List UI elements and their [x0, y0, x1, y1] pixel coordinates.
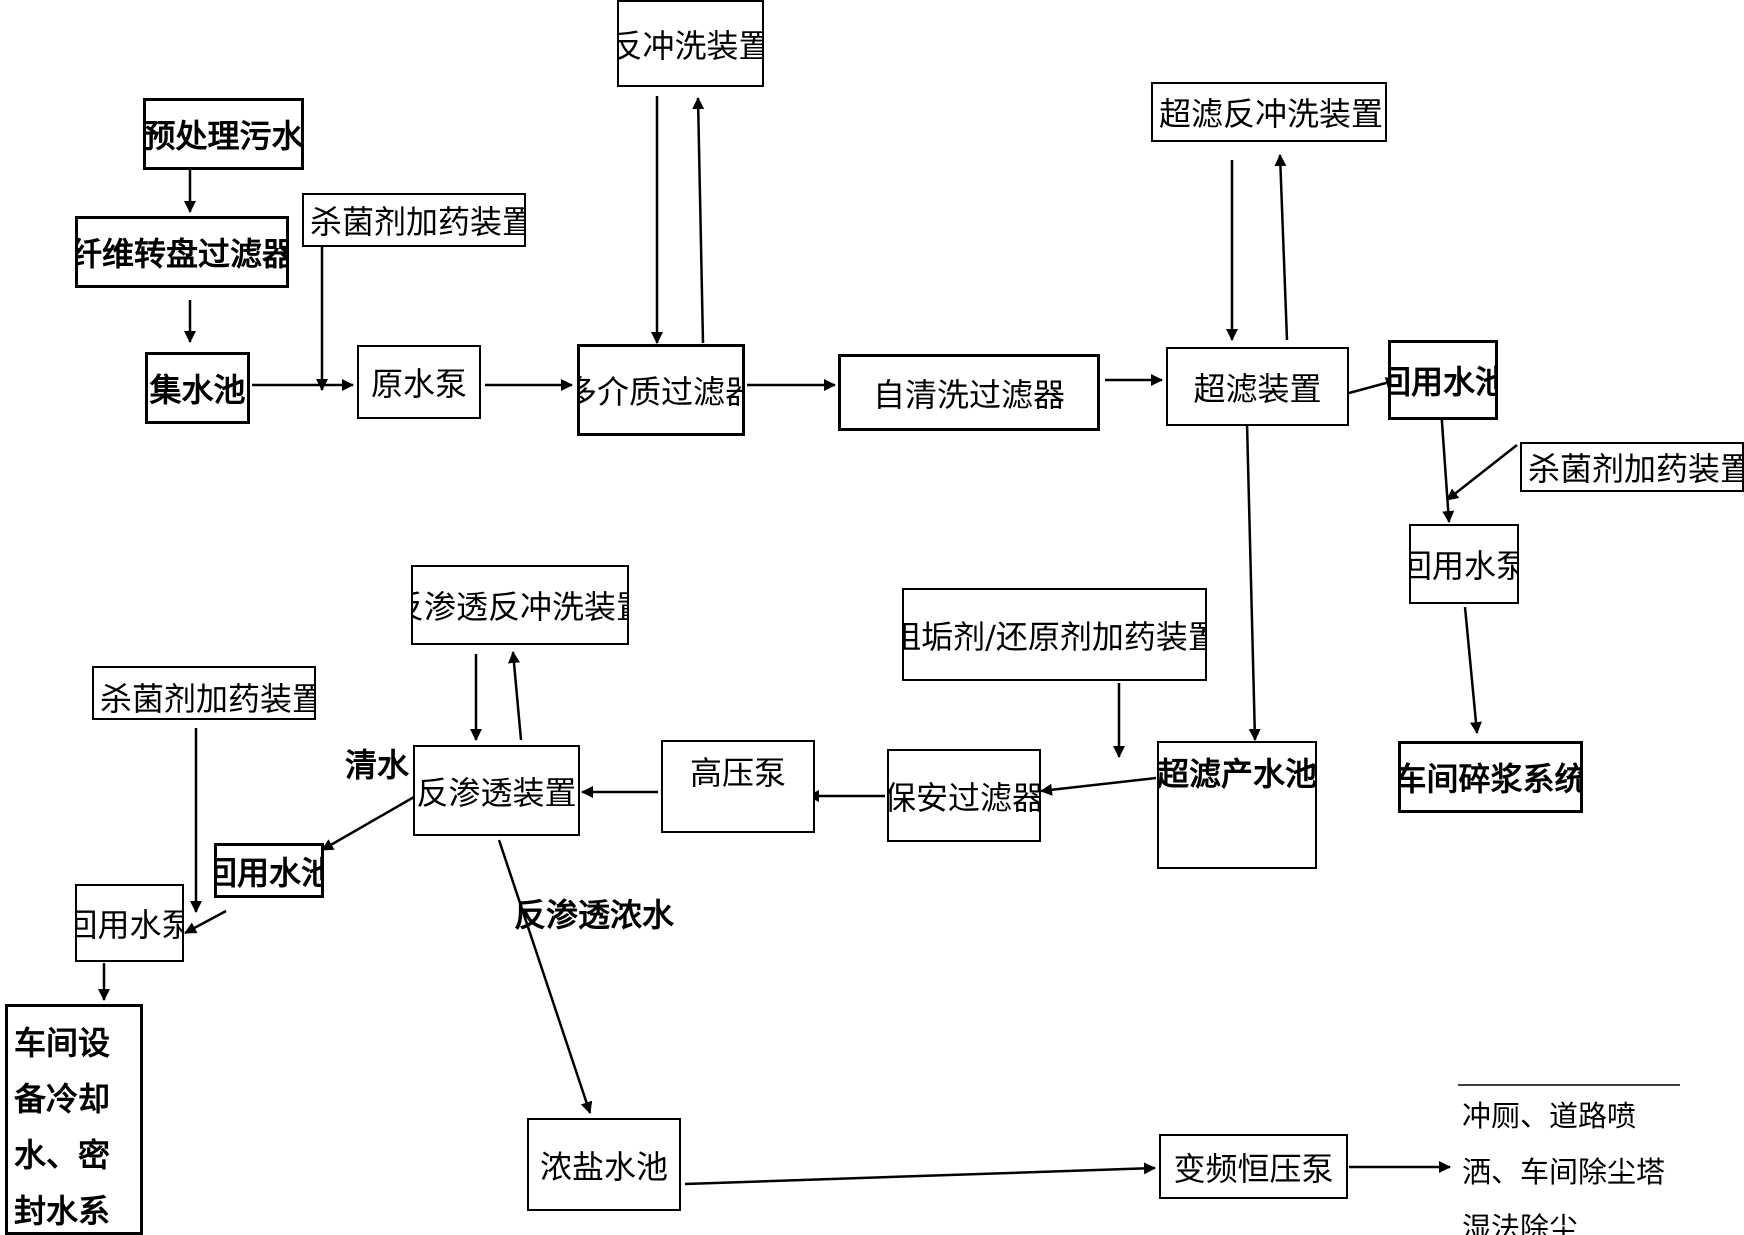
cooling-system-label: 车间设备冷却水、密封水系统: [14, 1024, 111, 1230]
arrow-reuse-pool-to-pump: [1439, 407, 1455, 523]
ro-backwash-box: 反渗透反冲洗装置: [411, 565, 629, 645]
arrow-brine-to-vfpump: [684, 1162, 1156, 1186]
arrow-multimedia-to-backwash: [692, 97, 705, 344]
uf-device-label: 超滤装置: [1193, 369, 1322, 408]
multimedia-filter-box: 多介质过滤器: [577, 344, 745, 436]
pulping-system-box: 车间碎浆系统: [1398, 741, 1583, 813]
reuse-pool-box-2: 回用水池: [214, 843, 324, 898]
ro-device-box: 反渗透装置: [413, 745, 580, 836]
dosing-box-1: 杀菌剂加药装置: [302, 193, 526, 247]
antiscalant-box: 阻垢剂/还原剂加药装置: [902, 588, 1207, 681]
pretreat-label: 预处理污水: [143, 117, 304, 155]
arrow-reuse-pool2-to-pump2: [184, 909, 227, 935]
dosing-label-3: 杀菌剂加药装置: [100, 680, 316, 718]
vf-pump-box: 变频恒压泵: [1159, 1134, 1348, 1199]
dosing-label-2: 杀菌剂加药装置: [1528, 450, 1744, 488]
collect-pool-box: 集水池: [145, 352, 250, 424]
selfclean-filter-box: 自清洗过滤器: [838, 354, 1100, 431]
hp-pump-label: 高压泵: [689, 754, 786, 792]
multimedia-filter-label: 多介质过滤器: [580, 373, 742, 411]
reuse-pool-box-1: 回用水池: [1388, 340, 1498, 420]
vf-pump-label: 变频恒压泵: [1173, 1149, 1334, 1188]
uf-product-pool-label: 超滤产水池: [1157, 755, 1317, 793]
reuse-pump-label-2: 回用水泵: [77, 906, 182, 944]
arrow-reuse-pump-to-pulping: [1463, 606, 1482, 734]
ro-backwash-label: 反渗透反冲洗装置: [413, 588, 627, 626]
uf-backwash-box: 超滤反冲洗装置: [1151, 82, 1387, 142]
collect-pool-label: 集水池: [149, 371, 246, 409]
arrow-uf-to-ufbackwash: [1274, 154, 1289, 341]
dosing-box-3: 杀菌剂加药装置: [92, 666, 316, 720]
dosing-label-1: 杀菌剂加药装置: [310, 203, 526, 241]
hp-pump-box: 高压泵: [661, 740, 815, 833]
uf-device-box: 超滤装置: [1166, 347, 1349, 426]
brine-pool-label: 浓盐水池: [539, 1147, 668, 1186]
backwash-label: 反冲洗装置: [617, 26, 764, 65]
reuse-pump-label-1: 回用水泵: [1411, 547, 1517, 585]
fiber-filter-label: 纤维转盘过滤器: [75, 235, 289, 273]
ro-concentrate-label: 反渗透浓水: [514, 896, 675, 934]
backwash-box: 反冲洗装置: [617, 0, 764, 87]
reuse-pump-box-1: 回用水泵: [1409, 524, 1519, 604]
fiber-filter-box: 纤维转盘过滤器: [75, 216, 289, 288]
arrow-ro-to-robackwash: [508, 651, 523, 741]
arrow-uf-product-to-security: [1040, 776, 1157, 796]
selfclean-filter-label: 自清洗过滤器: [872, 375, 1065, 414]
raw-pump-box: 原水泵: [357, 345, 481, 419]
cooling-system-box: 车间设备冷却水、密封水系统: [5, 1004, 143, 1235]
arrow-ro-to-brine: [497, 839, 593, 1114]
clear-water-label: 清水: [345, 746, 410, 784]
brine-pool-box: 浓盐水池: [527, 1118, 681, 1211]
security-filter-label: 保安过滤器: [887, 778, 1041, 817]
security-filter-box: 保安过滤器: [887, 749, 1041, 842]
ro-device-label: 反渗透装置: [416, 773, 577, 812]
arrow-uf-to-uf-product-pool: [1245, 422, 1261, 741]
pretreat-box: 预处理污水: [143, 98, 304, 170]
end-use-text: 冲厕、道路喷洒、车间除尘塔湿法除尘: [1462, 1099, 1666, 1235]
reuse-pool-label-1: 回用水池: [1391, 363, 1495, 401]
uf-product-pool-box: 超滤产水池: [1157, 741, 1317, 869]
raw-pump-label: 原水泵: [370, 365, 467, 403]
antiscalant-label: 阻垢剂/还原剂加药装置: [902, 617, 1207, 656]
arrow-ro-to-reuse-pool2: [321, 795, 415, 852]
reuse-pool-label-2: 回用水池: [217, 853, 321, 892]
reuse-pump-box-2: 回用水泵: [75, 884, 184, 962]
dosing-box-2: 杀菌剂加药装置: [1520, 442, 1744, 492]
uf-backwash-label: 超滤反冲洗装置: [1159, 95, 1384, 133]
pulping-system-label: 车间碎浆系统: [1398, 760, 1583, 798]
arrow-dosing2-to-pump: [1446, 444, 1518, 501]
